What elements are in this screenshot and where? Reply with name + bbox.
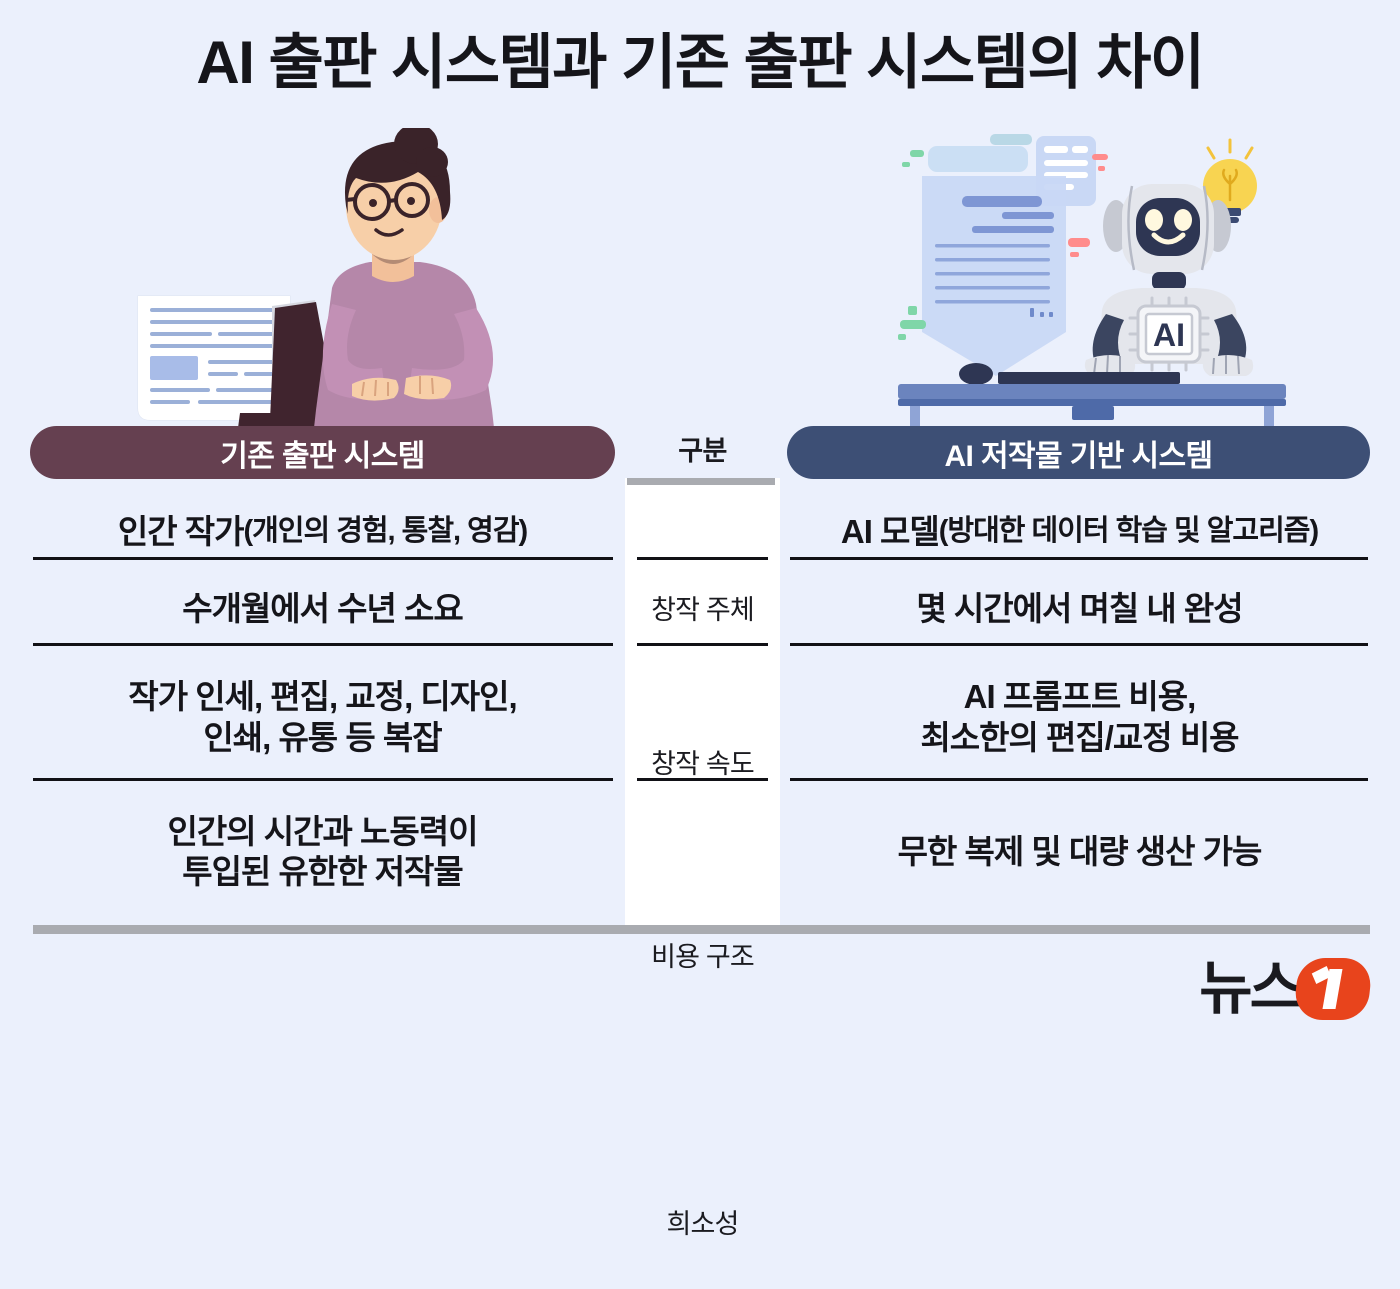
ai-robot-illustration: AI [880,128,1300,428]
row-category: 희소성 [666,1208,739,1239]
row-right-value: AI 모델(방대한 데이터 학습 및 알고리즘) [787,493,1372,571]
center-column-cap [627,478,775,485]
center-column-backdrop [625,478,780,926]
legacy-system-header: 기존 출판 시스템 [30,426,615,479]
table-row: 인간의 시간과 노동력이 투입된 유한한 저작물 희소성 무한 복제 및 대량 … [0,787,1400,1239]
human-writer-illustration [120,128,540,428]
row-divider [637,643,768,646]
row-left-main: 수개월에서 수년 소요 [182,589,464,627]
row-left-value: 인간 작가(개인의 경험, 통찰, 영감) [30,493,615,571]
row-divider [33,643,613,646]
hologram-documents-icon [898,134,1108,376]
ai-system-header: AI 저작물 기반 시스템 [787,426,1370,479]
row-divider [790,643,1368,646]
row-divider [637,557,768,560]
category-column-header: 구분 [678,436,727,466]
row-right-value: 무한 복제 및 대량 생산 가능 [897,832,1263,870]
writer-figure [314,128,494,428]
row-category: 비용 구조 [651,942,755,973]
row-left-paren: (개인의 경험, 통찰, 영감) [243,515,528,548]
svg-text:AI: AI [1153,317,1185,353]
row-divider [33,557,613,560]
row-left-value: 인간의 시간과 노동력이 투입된 유한한 저작물 [167,812,479,890]
row-divider [790,557,1368,560]
news1-logo[interactable]: 뉴스 [1199,956,1374,1021]
row-right-value: AI 프롬프트 비용, 최소한의 편집/교정 비용 [920,678,1239,756]
table-row: 인간 작가(개인의 경험, 통찰, 영감) 창작 주체 AI 모델(방대한 데이… [0,493,1400,625]
row-right-value: 몇 시간에서 며칠 내 완성 [787,570,1372,648]
page-title: AI 출판 시스템과 기존 출판 시스템의 차이 [196,29,1205,96]
glasses-icon [345,182,430,221]
row-category: 창작 속도 [651,748,755,779]
row-divider [637,778,768,781]
robot-figure: AI [1084,184,1254,376]
row-category: 창작 주체 [651,594,755,625]
logo-one-mark [1292,958,1374,1020]
desk-icon [898,363,1286,428]
comparison-table: 기존 출판 시스템 구분 AI 저작물 기반 시스템 인간 작가(개인의 경험,… [0,415,1400,1239]
row-divider [790,778,1368,781]
row-left-value: 작가 인세, 편집, 교정, 디자인, 인쇄, 유통 등 복잡 [128,678,517,756]
table-row: 수개월에서 수년 소요 창작 속도 몇 시간에서 며칠 내 완성 [0,570,1400,779]
document-page-icon [137,295,291,421]
bottom-rule [33,925,1370,934]
row-divider [33,778,613,781]
row-right-main: 몇 시간에서 며칠 내 완성 [916,589,1243,627]
row-left-value: 수개월에서 수년 소요 [30,570,615,648]
logo-text: 뉴스 [1199,956,1303,1021]
table-row: 작가 인세, 편집, 교정, 디자인, 인쇄, 유통 등 복잡 비용 구조 AI… [0,655,1400,972]
row-right-paren: (방대한 데이터 학습 및 알고리즘) [938,515,1319,548]
row-right-main: AI 모델 [840,512,940,550]
row-left-main: 인간 작가 [117,512,245,550]
